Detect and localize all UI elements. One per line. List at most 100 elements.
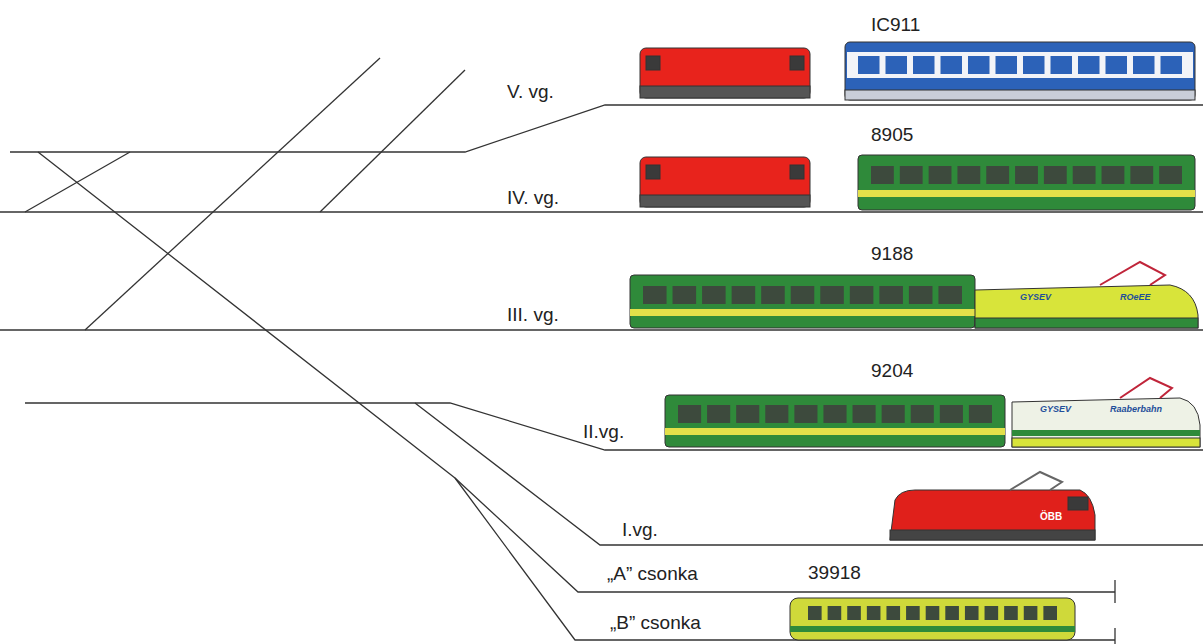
track-illustration-part bbox=[828, 606, 842, 620]
track-illustration-part bbox=[845, 90, 1195, 100]
track-illustration-part bbox=[1161, 56, 1183, 74]
track-illustration-part bbox=[968, 56, 990, 74]
track-illustration-part bbox=[975, 285, 1198, 328]
track-illustration-part bbox=[1120, 378, 1172, 398]
track-illustration-part bbox=[1043, 606, 1057, 620]
track-illustration-part bbox=[941, 56, 963, 74]
track-illustration-part bbox=[678, 405, 701, 423]
track-illustration-part bbox=[926, 606, 940, 620]
track-illustration-part bbox=[85, 58, 380, 330]
track-illustration-part bbox=[808, 606, 822, 620]
track-illustration-part bbox=[886, 606, 900, 620]
track-illustration-part bbox=[1133, 56, 1155, 74]
track-illustration-part bbox=[879, 286, 903, 304]
track-illustration-part bbox=[1159, 166, 1182, 184]
track-illustration-part bbox=[1024, 606, 1038, 620]
track-illustration-part bbox=[847, 52, 1193, 78]
track-illustration-part bbox=[867, 606, 881, 620]
track-name: II.vg. bbox=[583, 422, 624, 441]
track-name: I.vg. bbox=[622, 520, 658, 539]
track-name: IV. vg. bbox=[507, 188, 559, 207]
track-illustration-part bbox=[794, 405, 817, 423]
loco-lettering: GYSEV bbox=[1020, 293, 1051, 302]
track-illustration-part bbox=[900, 166, 923, 184]
track-illustration-part bbox=[1100, 262, 1165, 285]
track-illustration-part bbox=[640, 86, 810, 98]
track-illustration-part bbox=[1044, 166, 1067, 184]
track-illustration-part bbox=[975, 318, 1198, 328]
track-illustration-part bbox=[1012, 438, 1200, 447]
track-illustration-part bbox=[25, 152, 130, 212]
loco-lettering: GYSEV bbox=[1040, 405, 1071, 414]
track-illustration-part bbox=[1114, 580, 1115, 603]
track-illustration-part bbox=[736, 405, 759, 423]
track-illustration-part bbox=[640, 195, 810, 207]
track-illustration-part bbox=[790, 56, 804, 70]
loco-lettering: Raaberbahn bbox=[1110, 405, 1162, 414]
track-illustration-part bbox=[643, 56, 1182, 620]
train-number: 8905 bbox=[871, 125, 913, 144]
track-illustration-part bbox=[1114, 628, 1115, 644]
train-number: IC911 bbox=[871, 15, 920, 34]
track-illustration-part bbox=[909, 286, 933, 304]
track-illustration-part bbox=[38, 152, 1115, 592]
track-illustration-part bbox=[985, 606, 999, 620]
track-illustration-part bbox=[850, 286, 874, 304]
track-illustration-part bbox=[10, 105, 1203, 152]
track-illustration-part bbox=[965, 606, 979, 620]
track-illustration-part bbox=[820, 286, 844, 304]
track-illustration-part bbox=[646, 56, 660, 70]
track-illustration-part bbox=[0, 329, 1203, 330]
loco-lettering: ROeEE bbox=[1120, 293, 1151, 302]
track-illustration-part bbox=[1106, 56, 1128, 74]
track-illustration-part bbox=[945, 606, 959, 620]
track-illustration-part bbox=[1102, 166, 1125, 184]
track-illustration-part bbox=[938, 286, 962, 304]
track-illustration-part bbox=[1015, 166, 1038, 184]
track-illustration-part bbox=[732, 286, 756, 304]
track-illustration-part bbox=[1010, 472, 1062, 490]
track-illustration-part bbox=[986, 166, 1009, 184]
track-illustration-part bbox=[791, 286, 815, 304]
track-illustration-part bbox=[913, 56, 935, 74]
track-illustration-part bbox=[640, 48, 810, 98]
track-illustration-part bbox=[858, 155, 1195, 210]
track-illustration-part bbox=[790, 165, 804, 179]
track-illustration-part bbox=[0, 211, 1203, 212]
track-illustration-part bbox=[790, 598, 1075, 640]
track-illustration-part bbox=[1012, 398, 1200, 447]
track-illustration-part bbox=[890, 490, 1095, 540]
track-illustration-part bbox=[911, 405, 934, 423]
track-illustration-part bbox=[640, 157, 810, 207]
track-illustration-part bbox=[630, 42, 1200, 640]
track-illustration-part bbox=[890, 530, 1095, 540]
track-illustration-part bbox=[1012, 430, 1200, 436]
track-illustration-part bbox=[940, 405, 963, 423]
track-illustration-part bbox=[643, 286, 667, 304]
track-name: „B” csonka bbox=[610, 613, 701, 632]
track-illustration-part bbox=[1004, 606, 1018, 620]
train-number: 39918 bbox=[808, 563, 861, 582]
track-illustration-part bbox=[790, 626, 1075, 632]
track-illustration-part bbox=[957, 166, 980, 184]
track-illustration-part bbox=[1068, 497, 1088, 510]
track-illustration-part bbox=[646, 165, 660, 179]
track-illustration-part bbox=[996, 56, 1018, 74]
track-illustration-part bbox=[630, 275, 975, 328]
track-illustration-part bbox=[761, 286, 785, 304]
track-illustration-part bbox=[765, 405, 788, 423]
track-name: V. vg. bbox=[507, 82, 554, 101]
track-illustration-part bbox=[847, 606, 861, 620]
track-illustration-part bbox=[0, 58, 1203, 644]
track-illustration-part bbox=[871, 166, 894, 184]
track-illustration-part bbox=[702, 286, 726, 304]
track-illustration-part bbox=[320, 70, 465, 212]
track-illustration-part bbox=[1051, 56, 1073, 74]
track-illustration-part bbox=[1023, 56, 1045, 74]
track-illustration-part bbox=[858, 56, 880, 74]
track-illustration-part bbox=[886, 56, 908, 74]
track-illustration-part bbox=[906, 606, 920, 620]
track-illustration-part bbox=[455, 478, 1115, 640]
track-illustration-part bbox=[929, 166, 952, 184]
